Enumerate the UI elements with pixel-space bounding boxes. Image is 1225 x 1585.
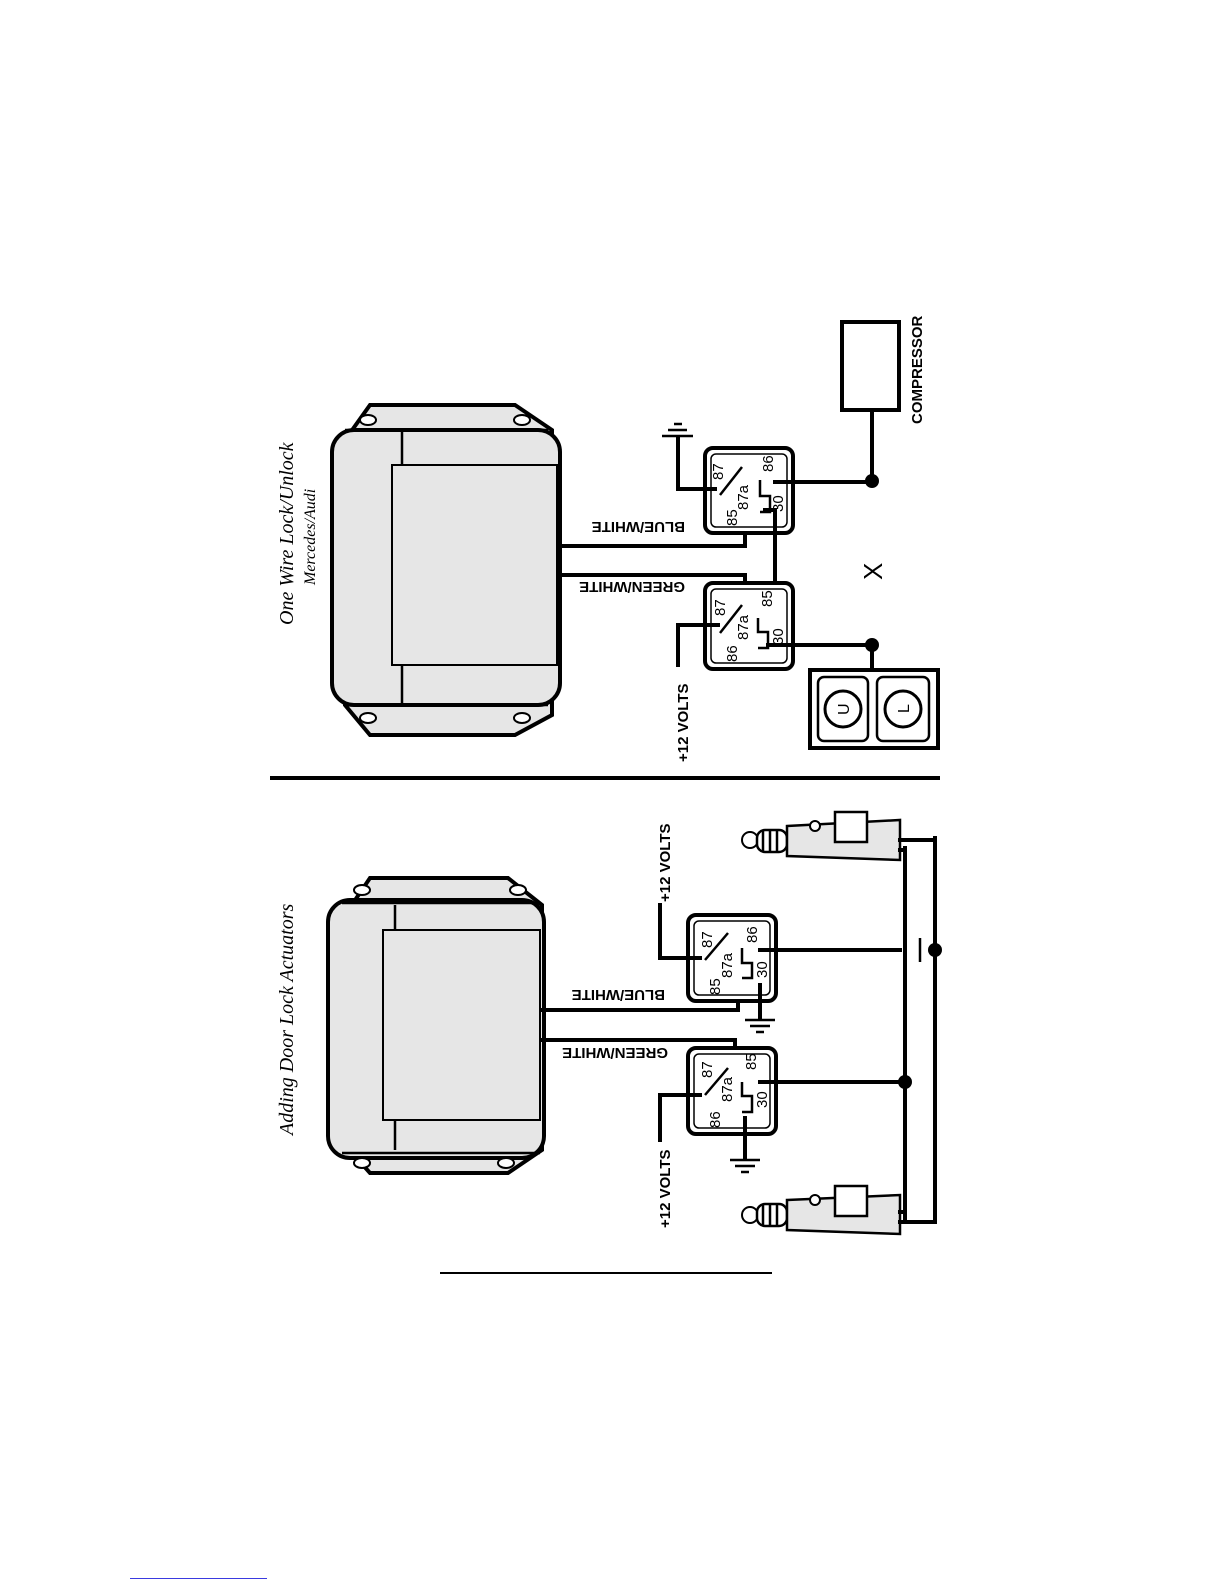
svg-text:87a: 87a xyxy=(735,614,752,640)
bottom-power-label-2: +12 VOLTS xyxy=(657,1149,674,1228)
alarm-module-2 xyxy=(328,878,544,1173)
unlock-letter: U xyxy=(836,703,853,715)
top-diagram: One Wire Lock/Unlock Mercedes/Audi BLUE/… xyxy=(276,315,938,762)
lock-letter: L xyxy=(896,704,913,713)
compressor-box xyxy=(842,322,899,410)
footer-link-line xyxy=(130,1578,267,1579)
svg-text:87: 87 xyxy=(699,1061,716,1078)
svg-text:87a: 87a xyxy=(719,1076,736,1102)
door-lock-switch: U L xyxy=(810,670,938,748)
bottom-title: Adding Door Lock Actuators xyxy=(276,903,298,1137)
svg-text:30: 30 xyxy=(754,1091,771,1108)
svg-text:87a: 87a xyxy=(719,952,736,978)
svg-text:85: 85 xyxy=(759,590,776,607)
svg-text:87: 87 xyxy=(699,931,716,948)
svg-text:85: 85 xyxy=(724,509,741,526)
bottom-relay-2: 87 85 86 87a 30 xyxy=(688,1048,776,1134)
alarm-module xyxy=(332,405,560,735)
svg-text:30: 30 xyxy=(770,628,787,645)
bottom-power-label-1: +12 VOLTS xyxy=(657,823,674,902)
svg-text:86: 86 xyxy=(744,926,761,943)
top-relay-1: 87 86 85 87a 30 xyxy=(705,448,793,533)
top-subtitle: Mercedes/Audi xyxy=(302,489,319,586)
svg-text:86: 86 xyxy=(724,645,741,662)
svg-text:30: 30 xyxy=(754,961,771,978)
bottom-wire-green-white: GREEN/WHITE xyxy=(562,1044,668,1061)
top-title: One Wire Lock/Unlock xyxy=(276,441,298,625)
x-mark: X xyxy=(858,563,888,580)
top-power-label: +12 VOLTS xyxy=(675,683,692,762)
svg-text:87: 87 xyxy=(712,599,729,616)
svg-text:86: 86 xyxy=(760,455,777,472)
svg-text:86: 86 xyxy=(707,1111,724,1128)
svg-text:87: 87 xyxy=(710,463,727,480)
svg-text:85: 85 xyxy=(743,1053,760,1070)
compressor-label: COMPRESSOR xyxy=(909,315,926,424)
top-wire-green-white: GREEN/WHITE xyxy=(579,578,685,595)
bottom-wire-blue-white: BLUE/WHITE xyxy=(572,986,665,1003)
top-wire-blue-white: BLUE/WHITE xyxy=(592,518,685,535)
svg-text:87a: 87a xyxy=(735,484,752,510)
svg-text:85: 85 xyxy=(707,978,724,995)
bottom-diagram: Adding Door Lock Actuators BLUE/WHITE GR… xyxy=(276,812,942,1234)
